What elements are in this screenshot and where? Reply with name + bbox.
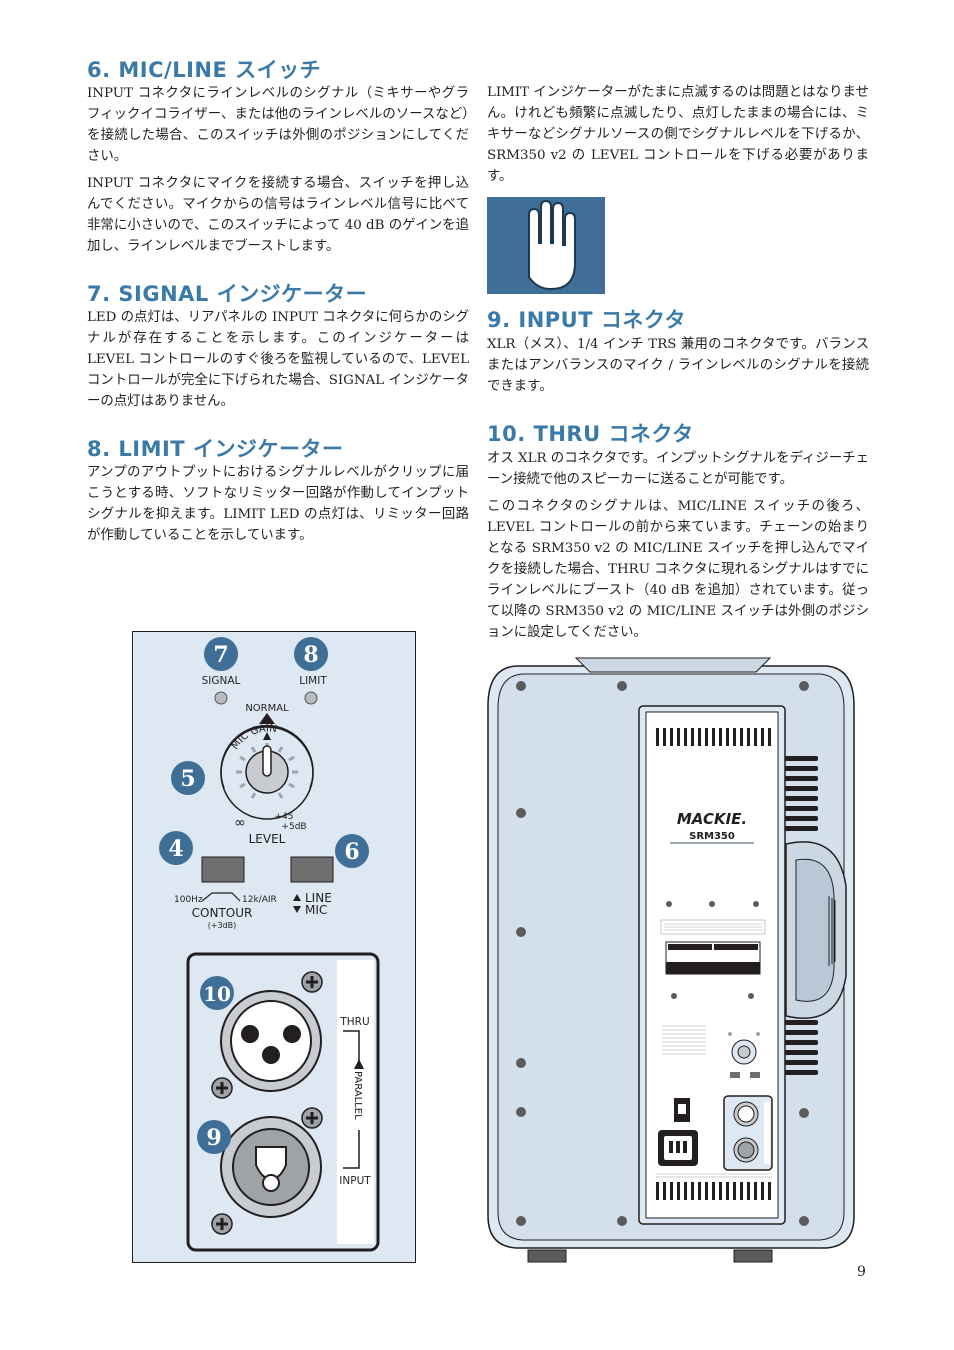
contour-switch[interactable] <box>201 856 245 883</box>
mic-label: MIC <box>305 903 327 917</box>
paragraph: オス XLR のコネクタです。インプットシグナルをディジーチェーン接続で他のスピ… <box>487 451 869 487</box>
normal-marker-icon <box>259 713 275 724</box>
mic-arrow-icon <box>293 906 301 913</box>
model-logo: SRM350 <box>689 831 735 842</box>
callout-10 <box>200 976 234 1010</box>
contour-label: CONTOUR <box>192 906 253 920</box>
heading-mic-line-switch: 6. MIC/LINE スイッチ <box>87 58 322 82</box>
control-panel-figure: 7 8 SIGNAL LIMIT NORMAL MIC GAIN ∞ +45 +… <box>132 631 416 1263</box>
callout-9 <box>197 1120 231 1154</box>
callout-4-label: 4 <box>168 836 183 862</box>
paragraph: LIMIT インジケーターがたまに点滅するのは問題とはなりません。けれども頻繁に… <box>487 85 869 184</box>
thru-label: THRU <box>339 1016 369 1028</box>
callout-6-label: 6 <box>344 839 359 865</box>
callout-8-label: 8 <box>303 642 318 668</box>
speaker-rear-figure: MACKIE. SRM350 <box>487 657 855 1263</box>
paragraph: XLR（メス）、1/4 インチ TRS 兼用のコネクタです。バランスまたはアンバ… <box>487 337 869 394</box>
paragraph: アンプのアウトプットにおけるシグナルレベルがクリップに届こうとする時、ソフトなリ… <box>87 465 469 543</box>
paragraph: INPUT コネクタにラインレベルのシグナル（ミキサーやグラフィックイコライザー… <box>87 86 469 164</box>
mic-line-switch[interactable] <box>290 856 334 883</box>
normal-label: NORMAL <box>245 703 289 714</box>
callout-7-label: 7 <box>213 642 228 668</box>
infinity-label: ∞ <box>234 815 246 831</box>
callout-9-label: 9 <box>206 1125 221 1151</box>
paragraph: INPUT コネクタにマイクを接続する場合、スイッチを押し込んでください。マイク… <box>87 176 469 254</box>
callout-5 <box>171 761 205 795</box>
plus45-label: +45 <box>275 812 294 822</box>
knob-pointer <box>262 745 272 777</box>
signal-label: SIGNAL <box>202 675 241 687</box>
k12-label: 12k/AIR <box>242 895 277 905</box>
callout-4 <box>159 831 193 865</box>
callout-6 <box>335 834 369 868</box>
brand-logo: MACKIE. <box>677 810 747 828</box>
level-label: LEVEL <box>249 832 286 846</box>
paragraph: LED の点灯は、リアパネルの INPUT コネクタに何らかのシグナルが存在する… <box>87 310 469 409</box>
callout-10-label: 10 <box>203 982 231 1006</box>
heading-thru-connector: 10. THRU コネクタ <box>487 422 694 446</box>
limit-label: LIMIT <box>299 675 327 687</box>
heading-input-connector: 9. INPUT コネクタ <box>487 308 687 332</box>
plus5db-label: +5dB <box>281 822 306 832</box>
contour-sub-label: (+3dB) <box>208 921 237 930</box>
parallel-arrow-icon <box>354 1059 364 1069</box>
screw-icon <box>211 971 323 1235</box>
paragraph: このコネクタのシグナルは、MIC/LINE スイッチの後ろ、LEVEL コントロ… <box>487 499 869 640</box>
page-number: 9 <box>857 1264 866 1280</box>
signal-led <box>214 691 228 705</box>
heading-limit-indicator: 8. LIMIT インジケーター <box>87 437 344 461</box>
limit-led <box>304 691 318 705</box>
very-important-badge <box>487 197 605 294</box>
line-label: LINE <box>305 891 332 905</box>
input-label: INPUT <box>339 1175 371 1187</box>
line-arrow-icon <box>293 894 301 901</box>
callout-7 <box>204 637 238 671</box>
hand-icon <box>487 197 605 294</box>
callout-8 <box>294 637 328 671</box>
heading-signal-indicator: 7. SIGNAL インジケーター <box>87 282 368 306</box>
parallel-label: PARALLEL <box>352 1071 363 1120</box>
callout-5-label: 5 <box>180 766 195 792</box>
hz100-label: 100Hz <box>174 895 203 905</box>
